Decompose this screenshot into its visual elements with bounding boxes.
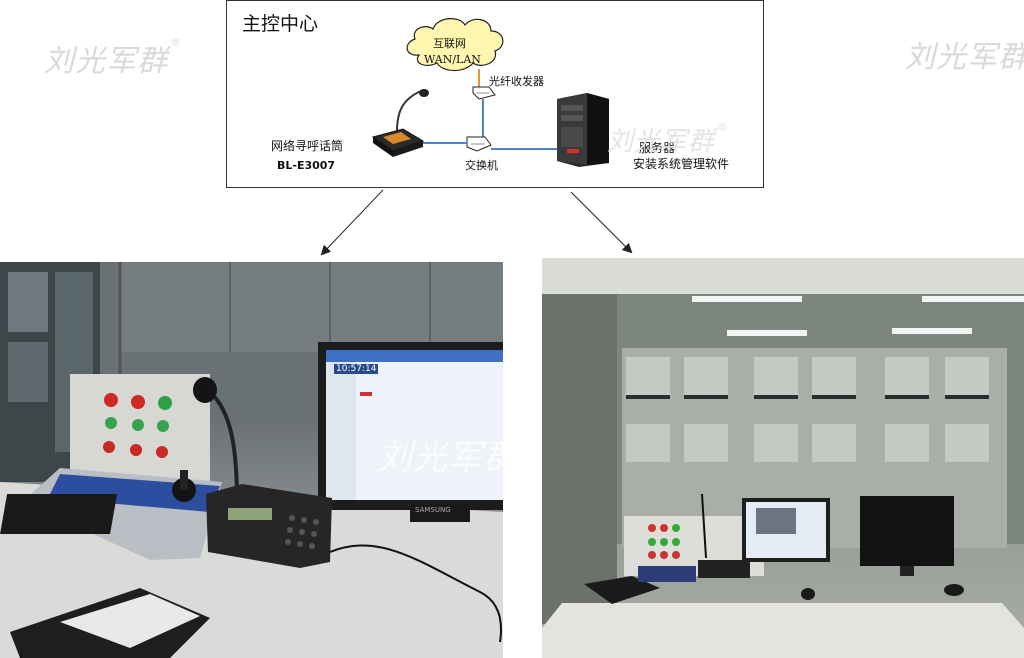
microphone-label-line1: 网络寻呼话筒: [271, 139, 344, 153]
watermark-diagram: 刘光军群®: [607, 121, 730, 157]
diagram-title: 主控中心: [242, 13, 319, 35]
watermark-top-left: 刘光军群®: [44, 36, 182, 79]
photo-control-desk: 10:57:14 SAMSUNG 刘光军群®: [0, 262, 503, 658]
monitor-brand: SAMSUNG: [415, 506, 451, 514]
watermark-top-right: 刘光军群®: [905, 40, 1024, 75]
microphone-label-line2: BL-E3007: [277, 159, 336, 172]
watermark-left-photo: 刘光军群®: [378, 438, 503, 478]
server-icon: [557, 93, 609, 167]
fiber-transceiver-label: 光纤收发器: [489, 75, 544, 88]
switch-label: 交换机: [465, 159, 498, 172]
arrow-to-left-photo: [320, 189, 384, 256]
diagram-drawing: [371, 18, 609, 167]
cloud-label-line2: WAN/LAN: [424, 53, 481, 66]
cloud-label-line1: 互联网: [433, 37, 466, 50]
fiber-transceiver-icon: [472, 86, 496, 100]
main-control-diagram: 主控中心: [226, 0, 764, 188]
internet-cloud-icon: [406, 18, 504, 72]
diagram-arrows: [320, 189, 633, 256]
monitor-time: 10:57:14: [334, 364, 379, 374]
paging-microphone-icon: [371, 89, 429, 157]
photo-monitoring-room: 刘光军群: [542, 258, 1024, 658]
server-label-line1: 服务器: [639, 141, 676, 155]
server-label-line2: 安装系统管理软件: [633, 157, 730, 171]
switch-icon: [466, 136, 492, 152]
arrow-to-right-photo: [570, 191, 633, 254]
